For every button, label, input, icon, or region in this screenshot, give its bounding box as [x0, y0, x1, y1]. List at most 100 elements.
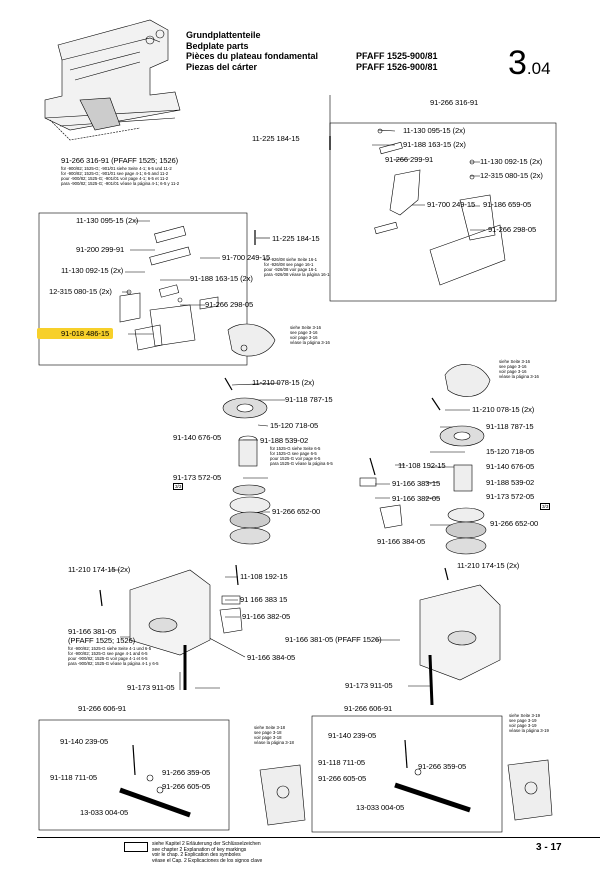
- part-label: 91-266 606-91: [344, 704, 393, 713]
- note-line: see chapter 2 Explanation of key marking…: [152, 846, 247, 853]
- title-de: Grundplattenteile: [186, 30, 261, 40]
- note-block: für 1525-G siehe Seite 6-5 for 1525-G se…: [270, 446, 333, 466]
- header-models: PFAFF 1525-900/81 PFAFF 1526-900/81: [356, 51, 438, 72]
- note-block: siehe Seite 3-19 see page 3-19 voir page…: [509, 713, 549, 733]
- part-label: 11-225 184-15: [252, 134, 300, 143]
- note-line: para -926/08 véase la página 16-1: [264, 272, 330, 277]
- part-label: 91-266 605-05: [318, 774, 367, 783]
- right-top-assembly: [329, 128, 506, 286]
- title-es: Piezas del cárter: [186, 61, 258, 72]
- part-label: 91-140 239-05: [328, 731, 377, 740]
- part-label: 91-266 359-05: [162, 768, 211, 777]
- note-block: für -900/82; 1525-G siehe Seite 4-1 und …: [68, 646, 159, 666]
- part-label: 91-140 676-05: [486, 462, 535, 471]
- part-label: 91-118 787-15: [486, 422, 534, 431]
- note-block: für -926/08 siehe Seite 16-1 for -926/08…: [264, 257, 329, 277]
- note-line: para 1525-G véase la página 6-5: [270, 461, 333, 466]
- title-fr: Pièces du plateau fondamental: [186, 51, 319, 61]
- part-label: 91-266 605-05: [162, 782, 211, 791]
- lower-castings: [99, 564, 501, 706]
- part-label: 11-210 078-15 (2x): [472, 405, 535, 414]
- part-label: 11-108 192-15: [398, 461, 446, 470]
- part-label: 91-166 381-05: [68, 627, 117, 636]
- note-line: voir le chap. 2 Explication des symboles: [152, 852, 241, 859]
- part-label: 91-166 383-15: [392, 479, 441, 488]
- box-right-bottom: [311, 715, 503, 833]
- note-line: siehe Kapitel 2 Erläuterung der Schlüsse…: [152, 841, 261, 847]
- part-label: 91-266 359-05: [418, 762, 467, 771]
- note-line: for -900/82; 1525-G see page 4-1 and 6-5: [68, 651, 148, 656]
- note-line: voir page 3-19: [509, 723, 537, 728]
- note-line: für -900/82; 1525-G siehe Seite 4-1 und …: [68, 646, 152, 651]
- key-marking-box: 3/3: [173, 483, 184, 490]
- note-block: siehe Seite 3-16 see page 3-16 voir page…: [499, 359, 539, 379]
- section-major: 3: [508, 44, 527, 82]
- right-column-parts: [359, 364, 491, 581]
- part-label: 91-266 652-00: [490, 519, 539, 528]
- note-block: für -900/82; 1525-G; -901/01 siehe Seite…: [61, 166, 179, 186]
- part-label: 11-210 078-15 (2x): [252, 378, 315, 387]
- part-label: 91-188 539-02: [486, 478, 535, 487]
- part-label: 91-266 299-91: [385, 155, 434, 164]
- part-label: 91-186 659-05: [483, 200, 532, 209]
- left-top-assembly: [119, 225, 256, 351]
- part-label: 12-315 080-15 (2x): [480, 171, 543, 180]
- box-right-top: [329, 122, 557, 302]
- note-line: pour -926/08 voir page 16-1: [264, 267, 318, 272]
- note-line: siehe Seite 3-19: [509, 713, 541, 718]
- note-line: siehe Seite 3-18: [254, 725, 286, 730]
- highlighted-part-label: 91-018 486-15: [37, 328, 114, 339]
- part-label: 91-173 911-05: [127, 683, 175, 692]
- header-titles: Grundplattenteile Bedplate parts Pièces …: [186, 30, 318, 72]
- note-line: pour -900/82; 1525-G voir page 4-1 et 6-…: [68, 656, 148, 661]
- footer-rule: [37, 837, 600, 838]
- note-line: véase la página 3-19: [509, 728, 549, 733]
- footer-note: siehe Kapitel 2 Erläuterung der Schlüsse…: [152, 841, 262, 864]
- part-label: 11-225 184-15: [272, 234, 320, 243]
- part-label: 11-130 092-15 (2x): [480, 157, 543, 166]
- model-1525: PFAFF 1525-900/81: [356, 51, 438, 61]
- note-line: für 1525-G siehe Seite 6-5: [270, 446, 321, 451]
- note-line: für -900/82; 1525-G; -901/01 siehe Seite…: [61, 166, 172, 171]
- note-line: para -900/82; 1525-G véase la página 4-1…: [68, 661, 159, 666]
- model-1526: PFAFF 1526-900/81: [356, 61, 438, 72]
- note-line: véase la página 3-16: [499, 374, 539, 379]
- part-label: 91-700 249-15: [222, 253, 271, 262]
- note-line: for -926/08 see page 16-1: [264, 262, 314, 267]
- note-block: siehe Seite 3-16 see page 3-16 voir page…: [290, 325, 330, 345]
- machine-thumbnail: [44, 19, 181, 141]
- part-label: (PFAFF 1525; 1526): [68, 636, 135, 645]
- part-label: 91-166 382-05: [392, 494, 441, 503]
- part-label: 91 166 383 15: [240, 595, 288, 604]
- note-line: pour -900/82; 1525-G; -901/01 voir page …: [61, 176, 169, 181]
- part-label: 15-120 718-05: [486, 447, 535, 456]
- part-label: 91-266 298-05: [205, 300, 254, 309]
- part-label: 11-130 092-15 (2x): [61, 266, 124, 275]
- box-left-bottom: [38, 719, 230, 831]
- part-label: 91-173 572-05: [173, 473, 222, 482]
- part-label: 15-120 718-05: [270, 421, 319, 430]
- middle-parts: [222, 323, 276, 545]
- part-label: 91-118 711-05: [50, 773, 97, 782]
- part-label: 11-210 174-15 (2x): [68, 565, 131, 574]
- bottom-parts: [119, 739, 553, 826]
- part-label: 91-700 249-15: [427, 200, 476, 209]
- note-line: siehe Seite 3-16: [499, 359, 531, 364]
- key-marking-box: 3/3: [540, 503, 551, 510]
- part-label: 11-210 174-15 (2x): [457, 561, 520, 570]
- part-label: 12-315 080-15 (2x): [49, 287, 112, 296]
- note-line: véase la página 3-18: [254, 740, 294, 745]
- page-number: 3 - 17: [536, 842, 562, 853]
- section-minor: .04: [526, 59, 551, 78]
- part-label: 91-266 606-91: [78, 704, 127, 713]
- note-line: for 1525-G see page 6-5: [270, 451, 317, 456]
- part-label: 91-266 316-91: [430, 98, 479, 107]
- note-line: see page 3-19: [509, 718, 537, 723]
- page-section-number: 3.04: [508, 46, 551, 87]
- title-en: Bedplate parts: [186, 40, 249, 51]
- part-label: 11-108 192-15: [240, 572, 288, 581]
- part-label: 13-033 004-05: [356, 803, 405, 812]
- note-line: for -900/82; 1525-G; -901/01 see page 4-…: [61, 171, 169, 176]
- note-line: pour 1525-G voir page 6-5: [270, 456, 321, 461]
